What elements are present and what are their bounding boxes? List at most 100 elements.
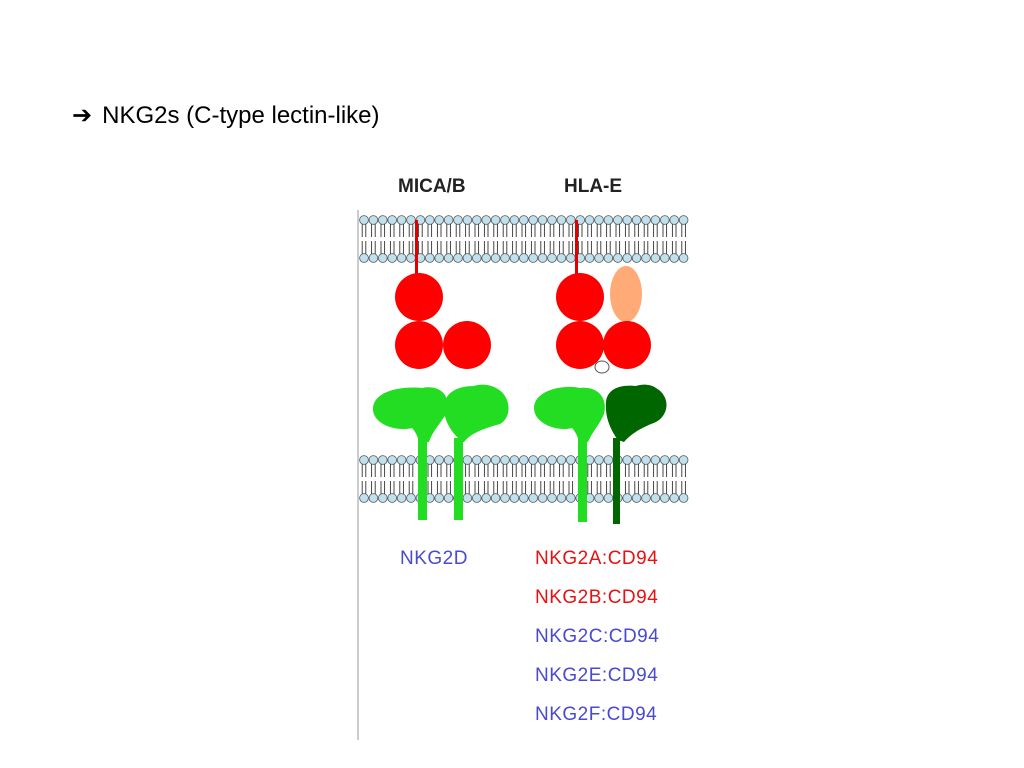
lipid-head (396, 493, 407, 503)
nkg2-lectin-domain (534, 386, 605, 442)
lipid-head (377, 455, 388, 465)
lipid-head (387, 493, 398, 503)
lipid-head (678, 455, 689, 465)
lipid-head (377, 253, 388, 263)
lipid-head (443, 455, 454, 465)
lipid-head (425, 253, 435, 263)
lipid-head (641, 455, 651, 465)
peptide (594, 360, 610, 374)
lipid-head (528, 493, 539, 503)
lipid-head (669, 455, 680, 465)
lipid-head (462, 253, 473, 263)
receptor-label-nkg2b-cd94: NKG2B:CD94 (535, 587, 659, 608)
lipid-head (406, 493, 416, 503)
lipid-head (377, 215, 388, 225)
lipid-head (481, 493, 491, 503)
lipid-head (556, 215, 567, 225)
lipid-head (622, 215, 633, 225)
lipid-head (434, 455, 444, 465)
nkg2d-stalk-1 (418, 438, 427, 520)
lipid-head (641, 493, 651, 503)
lipid-head (566, 215, 576, 225)
lipid-head (481, 253, 491, 263)
lipid-head (669, 253, 680, 263)
hla-e-transmembrane-stalk (575, 220, 578, 292)
lipid-head (537, 455, 548, 465)
mica-alpha1-domain (395, 321, 443, 369)
lipid-head (641, 253, 651, 263)
receptor-label-nkg2c-cd94: NKG2C:CD94 (535, 626, 660, 647)
lipid-head (678, 493, 689, 503)
lipid-head (387, 215, 398, 225)
lipid-head (472, 215, 482, 225)
lipid-head (622, 455, 633, 465)
cd94-stalk (613, 438, 620, 524)
lipid-head (472, 455, 482, 465)
lipid-head (631, 215, 642, 225)
lipid-head (490, 253, 501, 263)
lipid-head (425, 215, 435, 225)
lipid-head (359, 455, 369, 465)
lipid-head (490, 215, 501, 225)
nkg2-stalk (578, 438, 587, 522)
receptor-label-nkg2e-cd94: NKG2E:CD94 (535, 665, 659, 686)
receptor-label-nkg2a-cd94: NKG2A:CD94 (535, 548, 659, 569)
lipid-head (566, 253, 576, 263)
lipid-head (396, 253, 407, 263)
lipid-head (669, 215, 680, 225)
lipid-head (659, 455, 670, 465)
lipid-head (509, 253, 520, 263)
ligand-label-mica-b: MICA/B (398, 176, 466, 197)
lipid-head (603, 253, 614, 263)
lipid-head (500, 493, 510, 503)
hla-e-ligand (556, 220, 651, 374)
heading-text: NKG2s (C-type lectin-like) (102, 102, 380, 129)
lipid-head (509, 215, 520, 225)
lipid-head (462, 455, 473, 465)
nkg2-receptor-diagram: MICA/B HLA-E NKG2D NKG2A:CD94 NKG2B:CD94… (356, 170, 696, 745)
lipid-head (359, 493, 369, 503)
lipid-head (509, 493, 520, 503)
lipid-head (500, 215, 510, 225)
lipid-head (443, 253, 454, 263)
lipid-head (537, 215, 548, 225)
lipid-head (584, 215, 595, 225)
lipid-head (594, 253, 604, 263)
nkg2d-lectin-domain-2 (443, 384, 509, 442)
lipid-head (377, 493, 388, 503)
lipid-head (509, 455, 520, 465)
lipid-head (406, 253, 416, 263)
lipid-head (406, 455, 416, 465)
lipid-head (519, 455, 529, 465)
cd94-receptor (605, 384, 667, 524)
right-arrow-icon: ➔ (72, 102, 93, 129)
lipid-head (669, 493, 680, 503)
lipid-head (462, 493, 473, 503)
lipid-head (387, 455, 398, 465)
lipid-head (603, 455, 614, 465)
lipid-head (584, 253, 595, 263)
hla-e-alpha3-domain (556, 273, 604, 321)
lipid-head (566, 493, 576, 503)
nkg2d-receptor-left (372, 387, 448, 520)
lipid-head (594, 455, 604, 465)
beta2-microglobulin (610, 266, 642, 322)
lipid-head (547, 455, 557, 465)
lipid-head (359, 253, 369, 263)
lipid-head (462, 215, 473, 225)
lipid-head (641, 215, 651, 225)
hla-e-alpha2-domain (603, 321, 651, 369)
lipid-head (528, 215, 539, 225)
lipid-head (434, 253, 444, 263)
lipid-head (481, 215, 491, 225)
lipid-head (443, 493, 454, 503)
nkg2d-lectin-domain-1 (372, 387, 448, 442)
lipid-head (528, 455, 539, 465)
lipid-head (603, 215, 614, 225)
lipid-head (359, 215, 369, 225)
lipid-head (612, 253, 623, 263)
lipid-head (537, 493, 548, 503)
lipid-head (500, 455, 510, 465)
lipid-head (500, 253, 510, 263)
lipid-head (368, 493, 379, 503)
